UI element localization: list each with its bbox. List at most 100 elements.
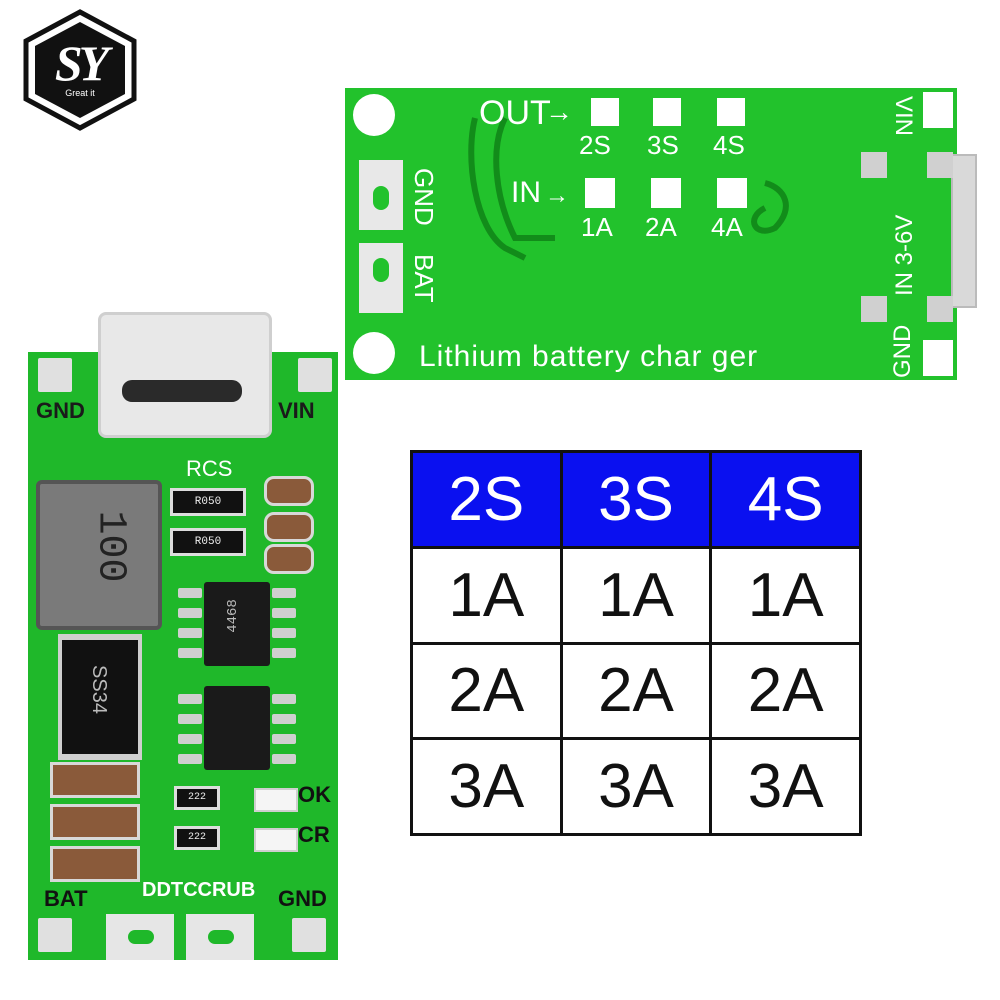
mosfet-ic xyxy=(204,686,270,770)
pins-label: DDTCCRUB xyxy=(142,879,256,901)
smd-capacitor xyxy=(50,846,140,882)
smd-capacitor xyxy=(264,476,314,506)
vin-pad xyxy=(923,92,953,128)
logo-tagline: Great it xyxy=(65,88,95,98)
jumper-pad-4s[interactable] xyxy=(717,98,745,126)
bottom-bat-label: BAT xyxy=(44,886,88,911)
usb-c-connector xyxy=(98,312,272,438)
via-pad xyxy=(861,296,887,322)
jumper-pad-1a[interactable] xyxy=(585,178,615,208)
cr-label: CR xyxy=(298,822,330,847)
via-pad xyxy=(927,152,953,178)
via-pad xyxy=(861,152,887,178)
mount-hole xyxy=(38,358,72,392)
table-header-cell: 4S xyxy=(709,450,862,549)
smd-capacitor xyxy=(264,544,314,574)
table-header-cell: 3S xyxy=(559,450,713,549)
table-header-row: 2S 3S 4S xyxy=(410,450,862,549)
ic-pin xyxy=(178,734,202,744)
logo-hexagon-icon xyxy=(23,9,137,131)
top-gnd-right-label: GND xyxy=(889,324,916,378)
bottom-pcb-board: GND VIN RCS 100 R050 R050 4468 SS34 222 … xyxy=(28,312,338,960)
out-2s-label: 2S xyxy=(579,130,611,160)
rcs-label: RCS xyxy=(186,456,233,481)
spec-table: 2S 3S 4S 1A 1A 1A 2A 2A 2A 3A 3A 3A xyxy=(410,450,862,836)
top-pcb-board: GND BAT OUT → 2S 3S 4S IN → 1A 2A 4A VIN… xyxy=(345,88,977,380)
table-cell: 3A xyxy=(410,737,563,836)
bottom-gnd-top-label: GND xyxy=(36,398,85,423)
inductor xyxy=(36,480,162,630)
small-resistor: 222 xyxy=(174,786,220,810)
table-header-cell: 2S xyxy=(410,450,563,549)
charger-ic xyxy=(204,582,270,666)
table-cell: 1A xyxy=(410,545,563,645)
ic-pin xyxy=(178,714,202,724)
ic-pin xyxy=(272,608,296,618)
mount-hole xyxy=(292,918,326,952)
ic-pin xyxy=(178,648,202,658)
gnd-right-pad xyxy=(923,340,953,376)
ic-pin xyxy=(272,588,296,598)
in-label: IN xyxy=(511,176,541,209)
table-cell: 1A xyxy=(559,545,713,645)
schottky-diode xyxy=(58,634,142,760)
diode-marking: SS34 xyxy=(87,665,110,714)
inductor-label: 100 xyxy=(87,510,133,583)
table-row: 3A 3A 3A xyxy=(410,737,862,836)
table-row: 1A 1A 1A xyxy=(410,545,862,645)
ic-pin xyxy=(272,628,296,638)
current-sense-resistor: R050 xyxy=(170,528,246,556)
ic-pin xyxy=(272,754,296,764)
ic-pin xyxy=(178,588,202,598)
mount-hole xyxy=(353,94,395,136)
top-in-voltage-label: IN 3-6V xyxy=(891,214,918,296)
jumper-pad-3s[interactable] xyxy=(653,98,681,126)
ic-pin xyxy=(272,734,296,744)
current-sense-resistor: R050 xyxy=(170,488,246,516)
board-title: Lithium battery char ger xyxy=(419,340,759,373)
small-resistor: 222 xyxy=(174,826,220,850)
usb-connector-side xyxy=(951,154,977,308)
jumper-pad-2s[interactable] xyxy=(591,98,619,126)
ic-pin xyxy=(272,648,296,658)
table-row: 2A 2A 2A xyxy=(410,641,862,741)
table-cell: 3A xyxy=(559,737,713,836)
in-1a-label: 1A xyxy=(581,212,613,242)
charger-ic-marking: 4468 xyxy=(224,599,241,633)
mount-hole xyxy=(353,332,395,374)
ok-led xyxy=(254,788,298,812)
via-pad xyxy=(927,296,953,322)
logo-letters: SY xyxy=(54,35,109,91)
table-cell: 2A xyxy=(559,641,713,741)
out-3s-label: 3S xyxy=(647,130,679,160)
jumper-pad-2a[interactable] xyxy=(651,178,681,208)
ic-pin xyxy=(272,714,296,724)
mount-hole xyxy=(38,918,72,952)
cr-led xyxy=(254,828,298,852)
ic-pin xyxy=(178,628,202,638)
bottom-gnd-label: GND xyxy=(278,886,327,911)
table-cell: 2A xyxy=(410,641,563,741)
out-label: OUT xyxy=(479,94,551,132)
pcb-traces xyxy=(468,116,789,261)
table-cell: 2A xyxy=(709,641,862,741)
in-4a-label: 4A xyxy=(711,212,743,242)
smd-capacitor xyxy=(264,512,314,542)
table-cell: 1A xyxy=(709,545,862,645)
ic-pin xyxy=(178,754,202,764)
ic-pin xyxy=(272,694,296,704)
brand-logo: SY Great it xyxy=(18,8,142,132)
mount-hole xyxy=(298,358,332,392)
smd-capacitor xyxy=(50,804,140,840)
smd-capacitor xyxy=(50,762,140,798)
in-2a-label: 2A xyxy=(645,212,677,242)
out-arrow: → xyxy=(545,96,573,127)
top-vin-label: VIN xyxy=(890,96,917,137)
ok-label: OK xyxy=(298,782,331,807)
bottom-vin-label: VIN xyxy=(278,398,315,423)
ic-pin xyxy=(178,608,202,618)
ic-pin xyxy=(178,694,202,704)
jumper-pad-4a[interactable] xyxy=(717,178,747,208)
usb-c-opening xyxy=(122,380,242,402)
in-arrow: → xyxy=(545,182,569,209)
